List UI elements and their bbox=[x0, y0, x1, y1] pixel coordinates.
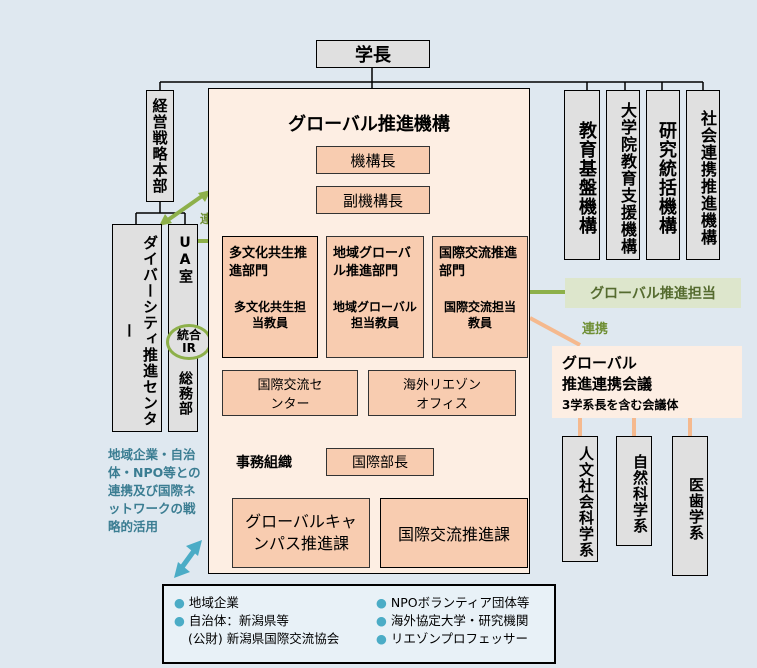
intl-director-box: 国際部長 bbox=[326, 448, 434, 476]
international-exchange-dept-staff: 国際交流担当教員 bbox=[443, 300, 516, 330]
partner-liaison-professor: リエゾンプロフェッサー bbox=[390, 631, 529, 646]
strategy-box: 経営戦略本部 bbox=[146, 90, 174, 202]
vice-chief-box: 副機構長 bbox=[316, 186, 430, 214]
research-admin-box: 研究統括機構 bbox=[646, 90, 680, 260]
partner-municipality: 自治体：新潟県等 bbox=[188, 613, 289, 628]
strategy-note: 地域企業・自治体・NPO等との連携及び国際ネットワークの戦略的活用 bbox=[108, 447, 201, 534]
partner-item: ● 海外協定大学・研究機関 bbox=[376, 613, 529, 628]
intl-exchange-div-label: 国際交流推進課 bbox=[397, 525, 510, 544]
ua-label: UA室 bbox=[177, 235, 193, 284]
collaboration-label-right: 連携 bbox=[582, 322, 609, 337]
president-box: 学長 bbox=[316, 40, 430, 68]
chief-box: 機構長 bbox=[316, 146, 430, 174]
global-campus-div-box: グローバルキャンパス推進課 bbox=[232, 498, 370, 568]
partner-item: ● 自治体：新潟県等 bbox=[174, 613, 289, 628]
council-line1: グローバル bbox=[562, 354, 637, 372]
regional-global-dept-title: 地域グローバル推進部門 bbox=[333, 246, 411, 279]
faculty-science-label: 自然科学系 bbox=[631, 454, 649, 534]
partner-overseas-universities: 海外協定大学・研究機関 bbox=[390, 613, 529, 628]
diversity-center-box: ダイバーシティ推進センター bbox=[112, 224, 162, 432]
faculty-humanities-box: 人文社会科学系 bbox=[562, 436, 598, 562]
partner-niigata-assoc: (公財) 新潟県国際交流協会 bbox=[188, 631, 340, 646]
partners-right-list: ● NPOボランティア団体等 ● 海外協定大学・研究機関 ● リエゾンプロフェッ… bbox=[376, 594, 529, 648]
partner-local-company: 地域企業 bbox=[188, 595, 239, 610]
intl-exchange-div-box: 国際交流推進課 bbox=[380, 498, 528, 568]
faculty-medical-box: 医歯学系 bbox=[672, 436, 708, 576]
regional-global-dept-staff: 地域グローバル担当教員 bbox=[333, 300, 417, 330]
regional-global-dept-box: 地域グローバル推進部門 地域グローバル担当教員 bbox=[326, 236, 424, 358]
faculty-science-box: 自然科学系 bbox=[616, 436, 652, 546]
partner-npo: NPOボランティア団体等 bbox=[390, 595, 530, 610]
grad-edu-support-box: 大学院教育支援機構 bbox=[606, 90, 640, 260]
partner-item: (公財) 新潟県国際交流協会 bbox=[174, 630, 339, 648]
chief-label: 機構長 bbox=[350, 151, 396, 170]
multicultural-dept-staff: 多文化共生担当教員 bbox=[233, 300, 306, 330]
edu-foundation-box: 教育基盤機構 bbox=[564, 90, 600, 260]
multicultural-dept-box: 多文化共生推進部門 多文化共生担当教員 bbox=[222, 236, 318, 358]
overseas-liaison-office-box: 海外リエゾンオフィス bbox=[368, 370, 516, 416]
council-line3: 3学系長を含む会議体 bbox=[562, 398, 679, 412]
partner-item: ● NPOボランティア団体等 bbox=[376, 595, 530, 610]
overseas-liaison-office-label: 海外リエゾンオフィス bbox=[402, 378, 481, 412]
global-org-title: グローバル推進機構 bbox=[288, 114, 450, 135]
diversity-center-label: ダイバーシティ推進センター bbox=[120, 235, 159, 427]
admin-org-label: 事務組織 bbox=[236, 455, 292, 471]
partners-box: ● 地域企業 ● 自治体：新潟県等 (公財) 新潟県国際交流協会 ● NPOボラ… bbox=[162, 584, 556, 664]
partner-item: ● 地域企業 bbox=[174, 595, 239, 610]
faculty-medical-label: 医歯学系 bbox=[687, 477, 705, 541]
research-admin-label: 研究統括機構 bbox=[656, 121, 677, 235]
multicultural-dept-title: 多文化共生推進部門 bbox=[229, 246, 308, 279]
social-collab-box: 社会連携推進機構 bbox=[686, 90, 720, 260]
international-exchange-dept-box: 国際交流推進部門 国際交流担当教員 bbox=[432, 236, 528, 358]
grad-edu-support-label: 大学院教育支援機構 bbox=[618, 101, 637, 255]
faculty-humanities-label: 人文社会科学系 bbox=[577, 446, 595, 558]
international-exchange-dept-title: 国際交流推進部門 bbox=[439, 246, 518, 279]
intl-director-label: 国際部長 bbox=[352, 455, 408, 471]
global-campus-div-label: グローバルキャンパス推進課 bbox=[245, 512, 357, 553]
intl-exchange-center-label: 国際交流センター bbox=[257, 378, 323, 412]
edu-foundation-label: 教育基盤機構 bbox=[576, 121, 597, 235]
integrated-ir-label: 統合IR bbox=[176, 328, 201, 355]
strategy-label: 経営戦略本部 bbox=[150, 98, 169, 194]
vice-chief-label: 副機構長 bbox=[342, 191, 403, 210]
intl-exchange-center-box: 国際交流センター bbox=[222, 370, 358, 416]
general-label: 総務部 bbox=[177, 371, 193, 416]
president-label: 学長 bbox=[355, 45, 391, 66]
global-officer-box: グローバル推進担当 bbox=[565, 278, 741, 308]
council-line2: 推進連携会議 bbox=[562, 375, 653, 393]
integrated-ir-circle: 統合IR bbox=[166, 324, 212, 360]
global-officer-label: グローバル推進担当 bbox=[590, 286, 716, 302]
partner-item: ● リエゾンプロフェッサー bbox=[376, 631, 529, 646]
council-box: グローバル 推進連携会議 3学系長を含む会議体 bbox=[552, 346, 742, 418]
social-collab-label: 社会連携推進機構 bbox=[698, 110, 717, 246]
partners-left-list: ● 地域企業 ● 自治体：新潟県等 (公財) 新潟県国際交流協会 bbox=[174, 594, 339, 648]
